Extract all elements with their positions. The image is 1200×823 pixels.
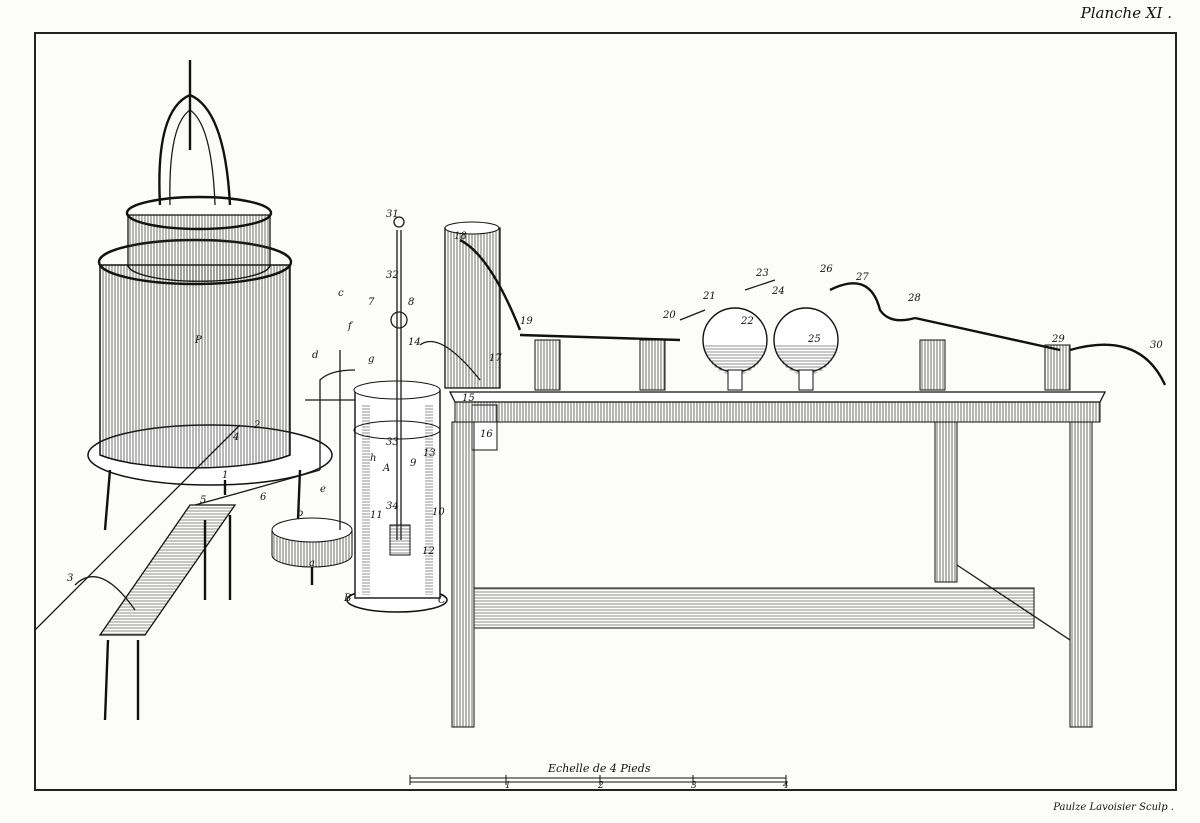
label-20: 20	[662, 310, 676, 321]
label-27: 27	[855, 272, 869, 283]
figure-labels: P 1 2 3 4 5 6 a b c d e f g h A B C 7 8 …	[67, 209, 1163, 606]
label-2: 2	[253, 420, 260, 431]
trough	[34, 424, 241, 721]
label-8: 8	[408, 297, 414, 308]
label-26: 26	[819, 264, 833, 275]
support-blocks	[534, 339, 1071, 391]
engraver-credit: Paulze Lavoisier Sculp .	[1053, 802, 1174, 813]
bell-jar-a	[346, 216, 448, 613]
label-13: 13	[423, 448, 436, 459]
label-P: P	[194, 335, 202, 346]
label-a: a	[309, 558, 315, 569]
label-7: 7	[368, 297, 375, 308]
label-4: 4	[232, 432, 239, 443]
label-f: f	[347, 321, 354, 332]
label-B: B	[343, 593, 351, 604]
label-21: 21	[702, 291, 716, 302]
reservoir-a	[271, 517, 353, 585]
label-g: g	[368, 354, 374, 365]
label-10: 10	[432, 507, 445, 518]
label-d: d	[312, 350, 318, 361]
label-e: e	[320, 484, 326, 495]
label-h: h	[370, 453, 376, 464]
label-18: 18	[454, 231, 467, 242]
scale-bar	[409, 775, 787, 785]
label-12: 12	[422, 546, 435, 557]
flasks	[519, 279, 1167, 391]
scale-title: Echelle de 4 Pieds	[548, 762, 651, 775]
label-15: 15	[462, 393, 475, 404]
label-c: c	[338, 288, 344, 299]
label-A: A	[382, 463, 390, 474]
label-34: 34	[386, 501, 399, 512]
label-30: 30	[1150, 340, 1163, 351]
plate-border	[34, 32, 1177, 791]
label-6: 6	[260, 492, 267, 503]
gasometer-p	[87, 60, 333, 531]
label-28: 28	[907, 293, 921, 304]
label-29: 29	[1051, 334, 1065, 345]
label-33: 33	[386, 437, 399, 448]
label-1: 1	[222, 470, 228, 481]
scale-tick: 4	[783, 781, 789, 791]
scale-tick: 1	[505, 781, 511, 791]
plate-title: Planche XI .	[1080, 4, 1172, 22]
label-19: 19	[520, 316, 533, 327]
label-23: 23	[755, 268, 769, 279]
label-24: 24	[771, 286, 785, 297]
label-11: 11	[370, 510, 383, 521]
condenser-tube	[419, 221, 522, 451]
label-22: 22	[740, 316, 754, 327]
label-32: 32	[386, 270, 399, 281]
label-5: 5	[200, 495, 206, 506]
label-3: 3	[67, 573, 73, 584]
label-14: 14	[408, 337, 421, 348]
table	[448, 391, 1107, 728]
label-25: 25	[807, 334, 821, 345]
label-C: C	[438, 595, 446, 606]
label-17: 17	[489, 353, 502, 364]
scale-tick: 2	[598, 781, 604, 791]
label-31: 31	[386, 209, 399, 220]
label-b: b	[297, 508, 303, 519]
label-9: 9	[410, 458, 417, 469]
label-16: 16	[480, 429, 493, 440]
scale-tick: 3	[691, 781, 697, 791]
